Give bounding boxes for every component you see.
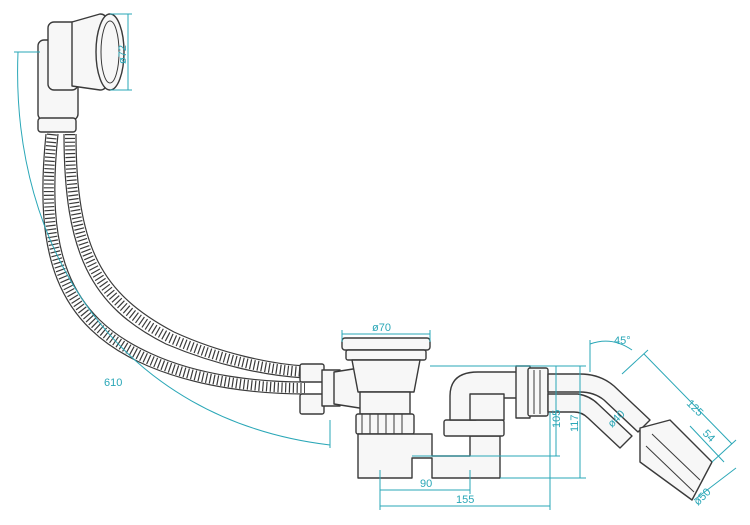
elbow-outlet [547,373,713,501]
dim-height-105: 105 [551,410,563,428]
dim-height-117: 117 [569,414,581,432]
dim-outlet-diameter: ø70 [372,322,391,334]
dim-overflow-diameter: ø72 [117,45,129,64]
dim-width-155: 155 [456,494,474,506]
dim-length-125: 125 [684,398,705,419]
dim-width-90: 90 [420,478,432,490]
dimension-lines [14,13,737,510]
overflow-head [37,13,125,133]
dim-angle: 45° [614,335,631,347]
dim-hose-length: 610 [104,377,122,389]
outlet-body [341,337,431,435]
flexible-hose [42,133,306,395]
dim-length-54: 54 [700,428,717,445]
